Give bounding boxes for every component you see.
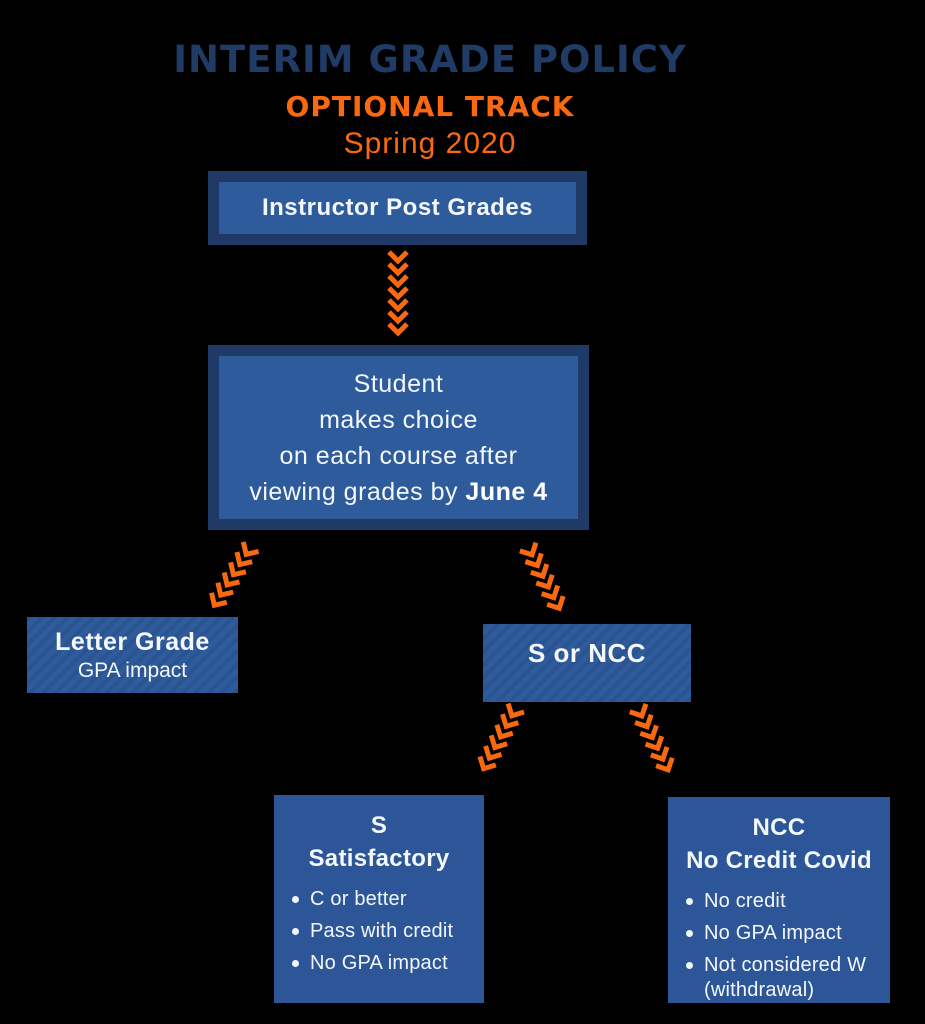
s-or-ncc-box: S or NCC — [483, 624, 691, 702]
track-subtitle: OPTIONAL TRACK — [285, 90, 575, 123]
bullet-dot-icon — [292, 928, 299, 935]
bullet-item: No GPA impact — [292, 951, 472, 976]
deadline-prefix: viewing grades by — [249, 477, 466, 506]
student-line: Student — [353, 369, 444, 398]
chevron-arrow-instructor-to-student — [387, 250, 409, 337]
chevron-arrow-student-to-s-or-ncc — [519, 541, 566, 612]
student-box-inner: Student makes choice on each course afte… — [219, 356, 578, 519]
ncc-box-subtitle: No Credit Covid — [686, 847, 872, 874]
bullet-text: Not considered W (withdrawal) — [704, 954, 867, 1001]
chevron-arrow-s-or-ncc-to-s — [477, 702, 525, 772]
bullet-dot-icon — [686, 962, 693, 969]
s-box-bullets: C or better Pass with credit No GPA impa… — [286, 887, 472, 976]
ncc-box-bullets: No credit No GPA impact Not considered W… — [680, 889, 878, 1003]
bullet-item: No GPA impact — [686, 921, 878, 946]
student-line: on each course after — [279, 441, 518, 470]
bullet-dot-icon — [686, 898, 693, 905]
letter-grade-box: Letter Grade GPA impact — [27, 617, 238, 693]
bullet-text: No GPA impact — [310, 952, 448, 974]
bullet-text: C or better — [310, 888, 407, 910]
bullet-dot-icon — [292, 896, 299, 903]
page-title: INTERIM GRADE POLICY — [173, 38, 687, 81]
letter-grade-title: Letter Grade — [55, 627, 210, 656]
term-label: Spring 2020 — [343, 127, 517, 160]
letter-grade-subtitle: GPA impact — [77, 658, 188, 682]
ncc-box-title: NCC — [752, 814, 806, 841]
chevron-arrow-s-or-ncc-to-ncc — [628, 703, 675, 773]
bullet-item: Not considered W (withdrawal) — [686, 953, 878, 1003]
student-choice-box: Student makes choice on each course afte… — [208, 345, 589, 530]
bullet-item: Pass with credit — [292, 919, 472, 944]
instructor-box-inner: Instructor Post Grades — [219, 182, 576, 234]
instructor-box-label: Instructor Post Grades — [261, 194, 534, 221]
bullet-text: No credit — [704, 890, 786, 912]
s-or-ncc-label: S or NCC — [527, 638, 647, 668]
bullet-text: No GPA impact — [704, 922, 842, 944]
bullet-item: C or better — [292, 887, 472, 912]
s-satisfactory-box: S Satisfactory C or better Pass with cre… — [274, 795, 484, 1003]
student-line: makes choice — [319, 405, 478, 434]
student-line-deadline: viewing grades by June 4 — [249, 474, 547, 510]
bullet-dot-icon — [686, 930, 693, 937]
deadline-date: June 4 — [465, 477, 548, 506]
ncc-no-credit-covid-box: NCC No Credit Covid No credit No GPA imp… — [668, 797, 890, 1003]
s-box-subtitle: Satisfactory — [308, 845, 450, 872]
chevron-arrow-student-to-letter-grade — [209, 541, 260, 609]
bullet-text: Pass with credit — [310, 920, 454, 942]
instructor-post-grades-box: Instructor Post Grades — [208, 171, 587, 245]
bullet-dot-icon — [292, 960, 299, 967]
bullet-item: No credit — [686, 889, 878, 914]
s-box-title: S — [370, 812, 388, 839]
